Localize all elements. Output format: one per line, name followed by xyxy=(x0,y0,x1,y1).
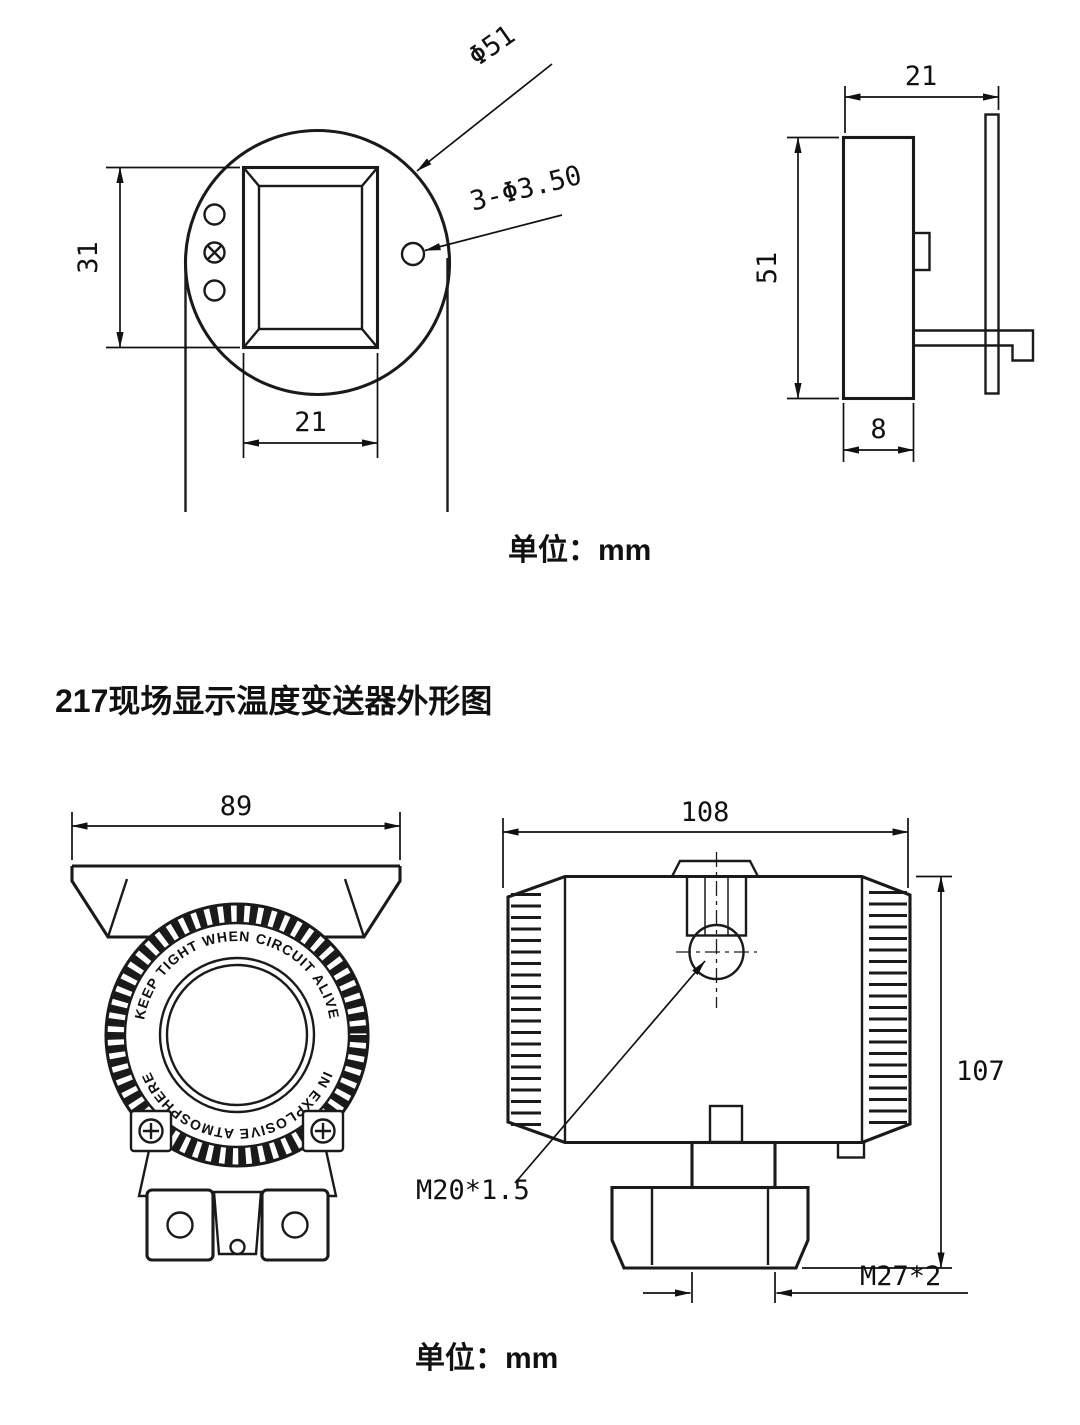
transmitter-front-view: KEEP TIGHT WHEN CIRCUIT ALIVE IN EXPLOSI… xyxy=(70,791,402,1262)
display-side-dimensions: 21 51 8 xyxy=(752,61,1000,462)
panel-plate xyxy=(984,113,1000,395)
dim-module-height: 51 xyxy=(752,252,783,285)
units-label-top: 单位：mm xyxy=(508,533,651,567)
transmitter-side-dimensions: 108 107 M20*1.5 M27*2 xyxy=(416,797,1005,1303)
knurl-ring xyxy=(107,905,367,1165)
ground-screw-left xyxy=(129,1109,173,1153)
glass-window-inner xyxy=(165,963,309,1107)
center-screw xyxy=(229,1238,246,1256)
dim-housing-width: 108 xyxy=(681,797,730,828)
process-hex-nut xyxy=(610,1185,810,1270)
display-bezel-circle xyxy=(183,128,452,397)
adjust-screw-icon xyxy=(203,241,226,264)
dim-display-width: 21 xyxy=(294,407,327,438)
transmitter-side-view xyxy=(506,852,912,1270)
mounting-clamp xyxy=(913,329,1035,362)
label-conduit-thread: M20*1.5 xyxy=(416,1175,530,1206)
housing-body xyxy=(506,874,912,1145)
process-neck xyxy=(690,1140,777,1190)
latch-tab xyxy=(912,231,931,272)
dim-bracket-width: 89 xyxy=(220,791,253,822)
glass-window-outer xyxy=(158,956,316,1114)
mounting-hole xyxy=(400,241,426,267)
housing-cover xyxy=(104,902,370,1168)
conduit-flange xyxy=(670,859,760,878)
transmitter-front-dimensions: 89 xyxy=(71,791,401,860)
dim-display-height: 31 xyxy=(73,241,104,274)
button-icon xyxy=(203,203,226,226)
ground-screw-right xyxy=(301,1109,345,1153)
cable-entries xyxy=(145,1188,330,1262)
lcd-window-outer xyxy=(241,165,380,350)
units-label-bottom: 单位：mm xyxy=(415,1341,558,1375)
label-bezel-diameter: Φ51 xyxy=(463,19,521,72)
display-front-dimensions: 31 21 Φ51 3-Φ3.50 xyxy=(73,19,585,458)
label-mounting-holes: 3-Φ3.50 xyxy=(467,160,585,218)
dim-module-body-depth: 8 xyxy=(870,414,886,445)
conduit-hex-nut xyxy=(685,875,748,937)
section-title: 217现场显示温度变送器外形图 xyxy=(55,683,492,719)
display-module-side-view xyxy=(841,113,1035,401)
cover-stop xyxy=(836,1141,866,1159)
display-module-front-view xyxy=(183,128,452,512)
dim-housing-height: 107 xyxy=(956,1056,1005,1087)
module-body-side xyxy=(841,135,916,401)
label-process-thread: M27*2 xyxy=(860,1261,941,1292)
button-icon xyxy=(203,279,226,302)
dim-module-depth-total: 21 xyxy=(905,61,938,92)
cover-face-circle xyxy=(123,921,351,1149)
lcd-window-inner xyxy=(257,184,364,331)
